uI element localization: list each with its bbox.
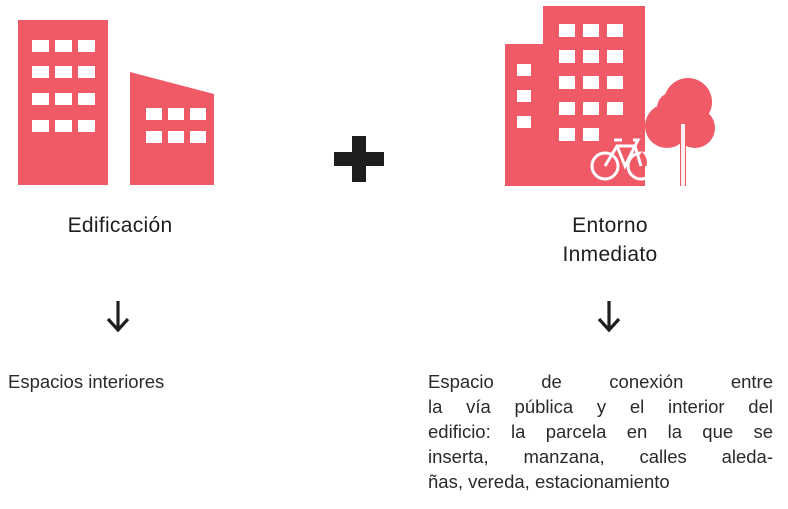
description-line: edificio: la parcela en la que se	[428, 421, 773, 442]
plus-icon	[334, 136, 384, 182]
edificacion-title: Edificación	[67, 214, 173, 237]
edificacion-description: Espacios interiores	[8, 371, 165, 392]
entorno-description: Espacio de conexión entre la vía pública…	[428, 369, 773, 494]
description-line: Espacio de conexión entre	[428, 371, 773, 392]
description-line: inserta, manzana, calles aleda-	[428, 446, 773, 467]
title-line-1: Entorno	[572, 214, 648, 237]
description-line: la vía pública y el interior del	[428, 396, 773, 417]
buildings-tree-bicycle-icon	[505, 6, 715, 186]
buildings-icon	[18, 20, 223, 185]
arrow-down-icon	[105, 299, 131, 333]
entorno-inmediato-title: Entorno Inmediato	[510, 211, 710, 269]
arrow-down-icon	[596, 299, 622, 333]
title-line-2: Inmediato	[562, 243, 658, 266]
description-line: ñas, vereda, estacionamiento	[428, 471, 670, 492]
